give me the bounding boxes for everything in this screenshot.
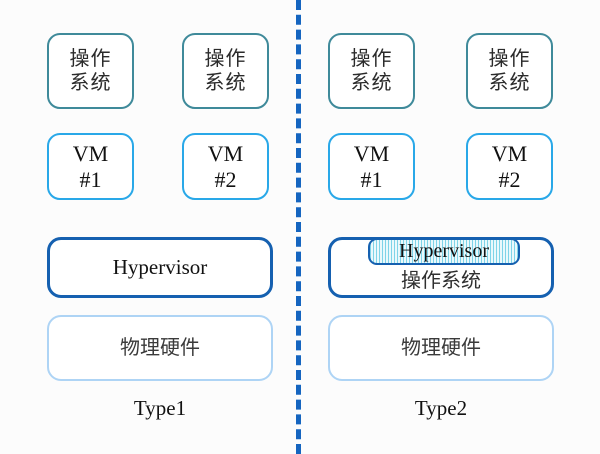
type1-vm-box-2-line1: VM bbox=[207, 140, 244, 166]
type2-vm-box-2: VM #2 bbox=[466, 133, 553, 200]
type1-vm-box-1-line2: #1 bbox=[79, 166, 102, 192]
type2-vm-box-1: VM #1 bbox=[328, 133, 415, 200]
type1-hardware-box: 物理硬件 bbox=[47, 315, 273, 381]
type1-os-box-2-line1: 操作 bbox=[204, 46, 247, 71]
type1-hardware-label: 物理硬件 bbox=[120, 335, 200, 360]
type2-vm-box-1-line1: VM bbox=[353, 140, 390, 166]
vertical-dashed-divider bbox=[296, 0, 301, 454]
type2-vm-box-2-line2: #2 bbox=[498, 166, 521, 192]
type1-vm-box-2: VM #2 bbox=[182, 133, 269, 200]
type2-hypervisor-box: Hypervisor 操作系统 bbox=[328, 237, 554, 298]
type1-hypervisor-label: Hypervisor bbox=[112, 255, 208, 280]
type2-vm-box-1-line2: #1 bbox=[360, 166, 383, 192]
type2-os-box-1: 操作 系统 bbox=[328, 33, 415, 109]
type2-hardware-box: 物理硬件 bbox=[328, 315, 554, 381]
type2-os-box-1-line1: 操作 bbox=[350, 46, 393, 71]
type1-os-box-1-line1: 操作 bbox=[69, 46, 112, 71]
type2-os-box-1-line2: 系统 bbox=[350, 70, 393, 94]
type2-caption: Type2 bbox=[414, 396, 468, 420]
type1-vm-box-1: VM #1 bbox=[47, 133, 134, 200]
type2-vm-box-2-line1: VM bbox=[491, 140, 528, 166]
type1-hypervisor-box: Hypervisor bbox=[47, 237, 273, 298]
type1-os-box-1-line2: 系统 bbox=[69, 70, 112, 94]
type1-os-box-1: 操作 系统 bbox=[47, 33, 134, 109]
type1-os-box-2-line2: 系统 bbox=[204, 70, 247, 94]
type2-hypervisor-chip: Hypervisor bbox=[368, 238, 520, 265]
type2-hypervisor-label: Hypervisor bbox=[399, 239, 489, 262]
type1-vm-box-1-line1: VM bbox=[72, 140, 109, 166]
type2-host-os-label: 操作系统 bbox=[401, 268, 481, 292]
type2-os-box-2: 操作 系统 bbox=[466, 33, 553, 109]
type1-caption: Type1 bbox=[133, 396, 187, 420]
type2-hardware-label: 物理硬件 bbox=[401, 335, 481, 360]
type1-os-box-2: 操作 系统 bbox=[182, 33, 269, 109]
type1-vm-box-2-line2: #2 bbox=[214, 166, 237, 192]
type2-os-box-2-line1: 操作 bbox=[488, 46, 531, 71]
type2-os-box-2-line2: 系统 bbox=[488, 70, 531, 94]
